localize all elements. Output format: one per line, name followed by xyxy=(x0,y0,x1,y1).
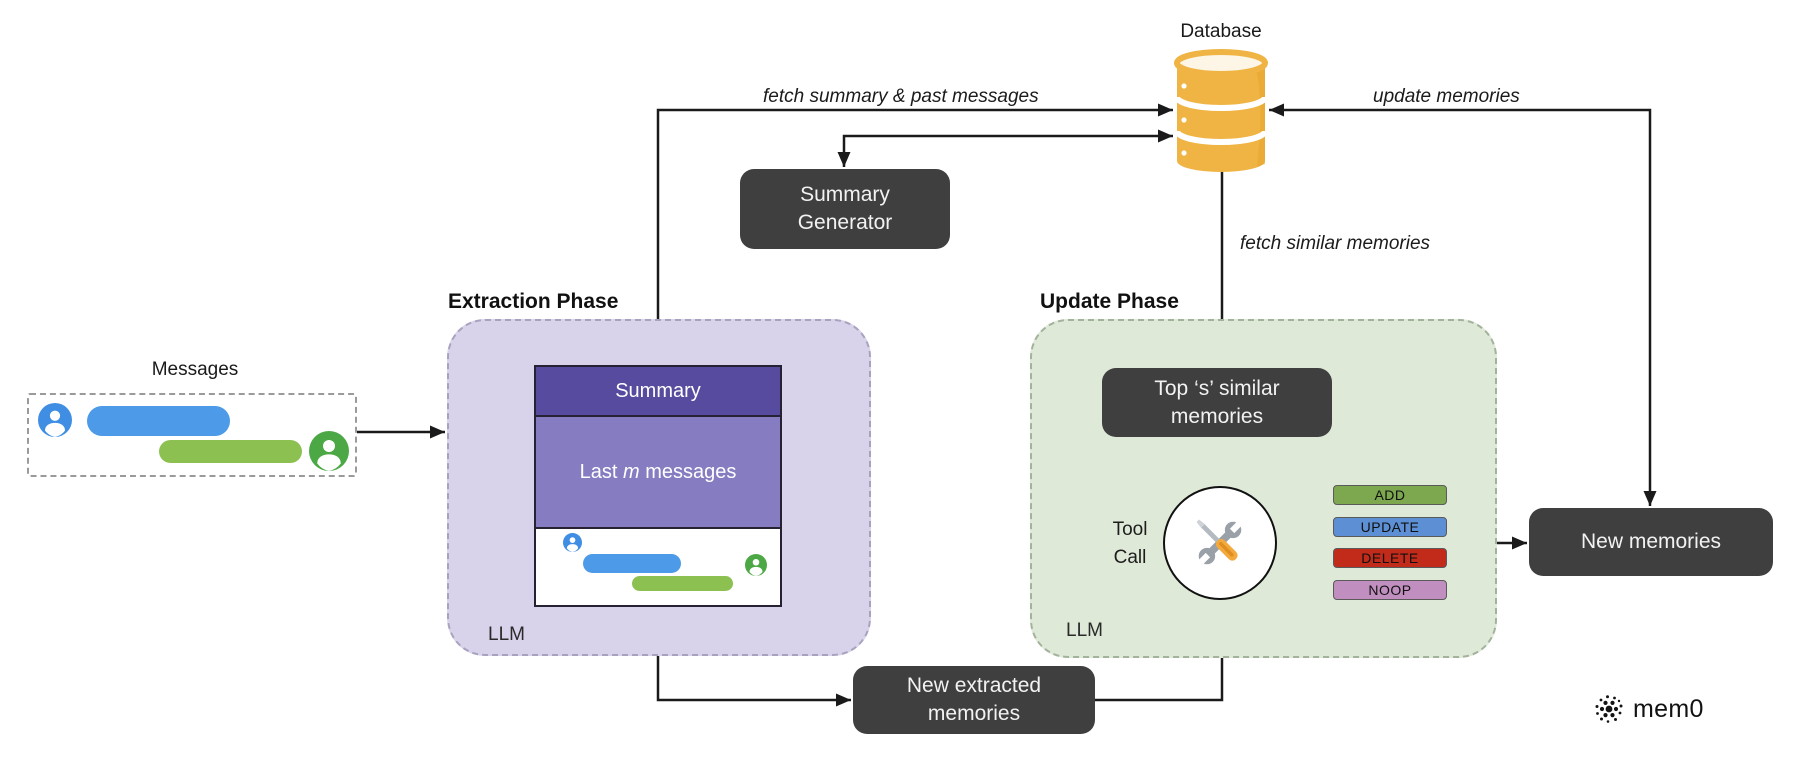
tool-call-node xyxy=(1163,486,1277,600)
op-delete-box: DELETE xyxy=(1333,548,1447,568)
chat-bubble-green xyxy=(632,576,733,591)
chat-bubble-blue xyxy=(583,554,681,573)
op-add-box: ADD xyxy=(1333,485,1447,505)
fetch-similar-edge-label: fetch similar memories xyxy=(1240,233,1431,254)
new-extracted-memories-box: New extracted memories xyxy=(853,666,1095,734)
edge-update-memories xyxy=(1269,108,1652,506)
new-extracted-memories-label: New extracted memories xyxy=(906,674,1042,725)
update-memories-edge-label: update memories xyxy=(1373,86,1520,107)
top-similar-memories-label: Top ‘s’ similar memories xyxy=(1154,376,1280,428)
mem0-logo-text: mem0 xyxy=(1633,694,1704,723)
op-update-box: UPDATE xyxy=(1333,517,1447,537)
user-avatar-blue-icon xyxy=(38,403,72,437)
last-m-messages-section: Last m messages xyxy=(536,417,780,529)
user-avatar-green-icon xyxy=(745,554,767,576)
extraction-context-box: Summary Last m messages xyxy=(534,365,782,607)
summary-generator-box: Summary Generator xyxy=(740,169,950,249)
edge-fetch-summary xyxy=(656,108,1173,363)
database-label: Database xyxy=(1180,21,1262,42)
chat-bubble-blue xyxy=(87,406,230,436)
top-similar-memories-box: Top ‘s’ similar memories xyxy=(1102,368,1332,437)
chat-bubble-green xyxy=(159,440,302,463)
summary-section: Summary xyxy=(536,367,780,417)
update-llm-label: LLM xyxy=(1066,620,1103,641)
update-phase-title: Update Phase xyxy=(1040,290,1179,313)
mem0-logo: mem0 xyxy=(1592,692,1704,726)
last-m-text: Last m messages xyxy=(579,460,737,483)
op-noop-box: NOOP xyxy=(1333,580,1447,600)
messages-title: Messages xyxy=(151,359,239,380)
fetch-summary-edge-label: fetch summary & past messages xyxy=(763,86,1039,107)
extraction-llm-label: LLM xyxy=(488,624,525,645)
user-avatar-blue-icon xyxy=(563,533,582,552)
new-memories-box: New memories xyxy=(1529,508,1773,576)
messages-panel xyxy=(27,393,357,477)
tool-call-label: Tool Call xyxy=(1112,519,1148,568)
user-avatar-green-icon xyxy=(309,431,349,471)
summary-generator-label: Summary Generator xyxy=(797,183,893,234)
mem0-logo-icon xyxy=(1595,695,1623,723)
context-chat-section xyxy=(536,529,780,605)
extraction-phase-title: Extraction Phase xyxy=(448,290,619,313)
tools-icon xyxy=(1196,519,1244,567)
